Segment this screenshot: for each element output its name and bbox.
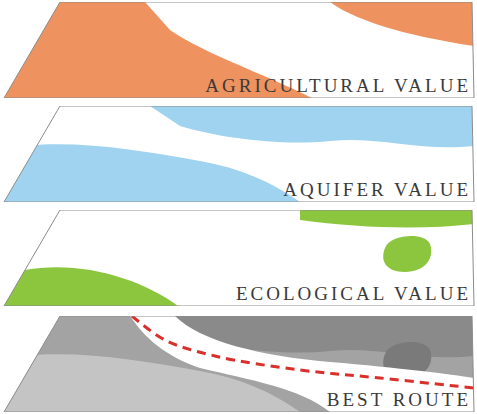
layer-ground — [0, 210, 477, 306]
layer-outline — [4, 106, 474, 202]
route-line — [132, 316, 474, 388]
layer-ground — [0, 106, 477, 202]
layer-title: BEST ROUTE — [327, 390, 471, 409]
value-region — [130, 316, 474, 412]
best-route-layer: BEST ROUTE — [0, 316, 477, 412]
value-region — [150, 106, 474, 147]
value-region — [0, 267, 178, 306]
layer-title: AQUIFER VALUE — [283, 180, 471, 199]
aquifer-layer: AQUIFER VALUE — [0, 106, 477, 202]
layer-title: AGRICULTURAL VALUE — [205, 76, 471, 95]
value-region — [300, 210, 474, 227]
layer-ground — [0, 316, 477, 412]
value-region — [0, 144, 300, 202]
layer-outline — [4, 210, 474, 306]
ecological-layer: ECOLOGICAL VALUE — [0, 210, 477, 306]
layer-outline — [4, 316, 474, 412]
layer-outline — [4, 2, 474, 98]
value-region — [145, 2, 474, 98]
layer-ground — [0, 2, 477, 98]
value-region — [383, 236, 431, 272]
layer-title: ECOLOGICAL VALUE — [236, 284, 471, 303]
agricultural-layer: AGRICULTURAL VALUE — [0, 2, 477, 98]
